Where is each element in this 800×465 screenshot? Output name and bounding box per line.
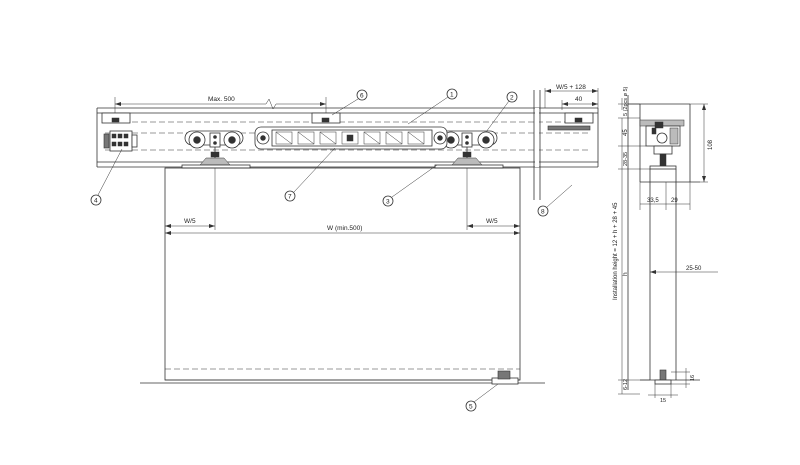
callout-3: 3 <box>382 164 438 207</box>
label-45: 45 <box>623 129 629 136</box>
soft-close-damper <box>254 126 448 150</box>
dim-w-min <box>165 231 520 235</box>
label-28-35: 28-35 <box>623 152 629 166</box>
dim-45 <box>618 117 646 147</box>
mounting-clips <box>101 112 594 124</box>
dim-108 <box>690 103 708 183</box>
label-w5-right: W/5 <box>486 218 498 225</box>
dim-w5-plus-128 <box>544 88 599 108</box>
dim-h <box>618 169 650 381</box>
dim-33-5-29 <box>639 182 691 210</box>
end-stop-buffer <box>103 130 138 152</box>
label-108: 108 <box>708 139 714 150</box>
label-40: 40 <box>575 96 583 103</box>
rail-right-end <box>547 125 591 131</box>
trolley-left <box>181 130 251 169</box>
dim-6-12 <box>618 380 640 395</box>
callout-7: 7 <box>284 147 336 202</box>
dim-25-50 <box>650 270 718 274</box>
label-h: h <box>622 272 629 276</box>
svg-text:4: 4 <box>94 198 98 205</box>
dim-max-500 <box>114 97 327 113</box>
svg-text:2: 2 <box>510 95 514 102</box>
dim-w5-left <box>165 168 216 230</box>
dim-28-35 <box>618 146 650 170</box>
floor-guide <box>491 370 519 385</box>
side-view-rail-profile <box>639 119 685 170</box>
dim-16 <box>671 368 690 388</box>
label-w-min: W (min.500) <box>327 225 362 232</box>
label-16: 16 <box>690 375 696 381</box>
svg-text:5: 5 <box>469 404 473 411</box>
svg-text:6: 6 <box>360 93 364 100</box>
rail-break-marks <box>533 90 541 200</box>
label-33-5: 33,5 <box>647 198 659 204</box>
svg-text:8: 8 <box>541 209 545 216</box>
label-w5-left: W/5 <box>184 218 196 225</box>
label-29: 29 <box>671 198 678 204</box>
svg-text:7: 7 <box>288 194 292 201</box>
label-15: 15 <box>660 398 666 404</box>
callout-6: 6 <box>331 89 368 116</box>
callout-4: 4 <box>90 148 123 206</box>
label-6-12: 6-12 <box>623 379 629 390</box>
svg-text:1: 1 <box>450 92 454 99</box>
callout-5: 5 <box>465 383 499 412</box>
dim-w5-right <box>466 168 520 230</box>
label-25-50: 25-50 <box>686 266 702 272</box>
label-side-5: 5 (2pcs ø 5) <box>623 86 629 116</box>
label-w5-plus-128: W/5 + 128 <box>556 84 586 91</box>
door-panel <box>140 167 545 384</box>
callout-2: 2 <box>485 91 518 133</box>
label-installation-height: Installation height = 12 + h + 28 + 45 <box>613 202 619 300</box>
callout-8: 8 <box>537 184 573 217</box>
label-max-500: Max. 500 <box>208 96 235 103</box>
callout-1: 1 <box>407 88 458 125</box>
dim-side-5 <box>618 98 640 110</box>
dim-15 <box>648 384 678 398</box>
dim-40 <box>561 100 598 110</box>
rail-front-view <box>96 107 599 168</box>
svg-text:3: 3 <box>386 199 390 206</box>
